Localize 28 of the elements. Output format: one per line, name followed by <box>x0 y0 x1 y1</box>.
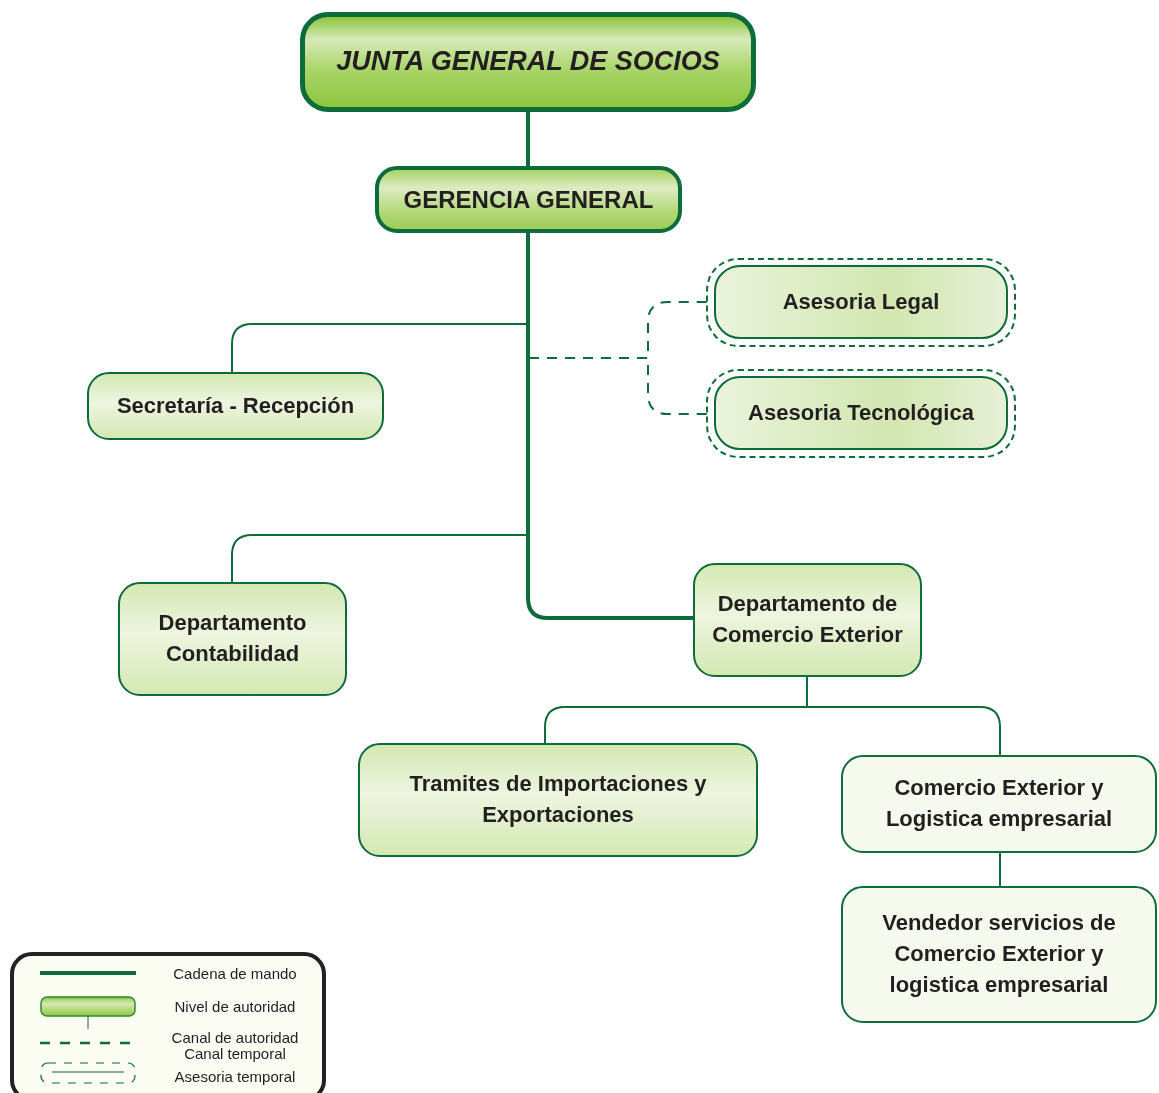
connector-line <box>526 233 693 620</box>
legend-text: Asesoria temporal <box>173 1069 297 1085</box>
org-box <box>841 886 1157 1023</box>
legend-text: Nivel de autoridad <box>173 999 297 1015</box>
org-box <box>841 755 1157 853</box>
legend-text: Canal de autoridad Canal temporal <box>170 1030 300 1062</box>
org-box <box>375 166 682 233</box>
org-box <box>693 563 922 677</box>
org-box <box>300 12 756 112</box>
box-label: Secretaría - Recepción <box>116 391 355 420</box>
box-label: JUNTA GENERAL DE SOCIOS <box>336 45 720 79</box>
box-label: Departamento de Comercio Exterior <box>711 590 904 649</box>
box-label: Comercio Exterior y Logistica empresarial <box>884 774 1114 833</box>
box-label: GERENCIA GENERAL <box>403 184 654 215</box>
org-box <box>714 265 1008 339</box>
box-label: Vendedor servicios de Comercio Exterior y logistica empresarial <box>881 909 1117 999</box>
connector-line <box>999 852 1001 887</box>
org-box <box>118 582 347 696</box>
legend-text: Cadena de mando <box>172 966 298 982</box>
box-label: Asesoria Tecnológica <box>748 398 974 427</box>
org-box <box>358 743 758 857</box>
box-label: Tramites de Importaciones y Exportaciones <box>408 770 708 829</box>
connector-line <box>526 112 530 166</box>
org-box <box>87 372 384 440</box>
org-box <box>714 376 1008 450</box>
connector-line <box>806 676 1001 756</box>
box-label: Departamento Contabilidad <box>157 609 308 668</box>
box-label: Asesoria Legal <box>782 287 940 316</box>
